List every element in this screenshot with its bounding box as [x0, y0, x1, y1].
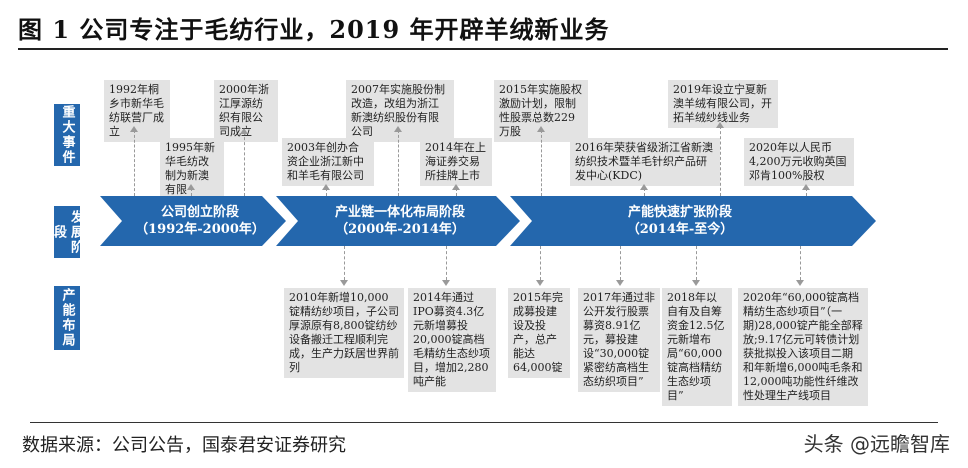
source-note: 数据来源：公司公告，国泰君安证券研究 [22, 435, 346, 456]
connector-arrow-icon [187, 184, 195, 190]
connector-arrow-icon [537, 126, 545, 132]
stage-label: 公司创立阶段 （1992年-2000年） [120, 204, 280, 238]
event-box: 2014年在上海证券交易所挂牌上市 [420, 138, 492, 186]
connector-arrow-icon [240, 128, 248, 134]
connector-line [191, 188, 192, 196]
connector-arrow-icon [536, 280, 544, 286]
stage-label: 产能快速扩张阶段 （2014年-至今） [580, 204, 780, 238]
stage-name: 产能快速扩张阶段 [627, 205, 732, 220]
stage-name: 公司创立阶段 [160, 205, 239, 220]
stage-period: （1992年-2000年） [135, 222, 265, 237]
capacity-box: 2020年“60,000锭高档精纺生态纱项目”（一期)28,000锭产能全部释放… [738, 288, 868, 406]
connector-arrow-icon [340, 280, 348, 286]
connector-arrow-icon [130, 126, 138, 132]
event-box: 2007年实施股份制改造，改组为浙江新澳纺织股份有限公司 [346, 80, 454, 142]
capacity-box: 2015年完成募投建设及投产，总产能达64,000锭 [508, 288, 570, 378]
connector-line [800, 246, 801, 280]
event-box: 2020年以人民币4,200万元收购英国邓肯100%股权 [744, 138, 854, 186]
connector-line [326, 188, 327, 196]
connector-line [540, 246, 541, 280]
capacity-box: 2010年新增10,000锭精纺纱项目，子公司厚源原有8,800锭纺纱设备搬迁工… [284, 288, 404, 378]
connector-line [344, 246, 345, 280]
stage-label: 产业链一体化布局阶段 （2000年-2014年） [300, 204, 500, 238]
connector-line [541, 130, 542, 196]
connector-line [398, 130, 399, 196]
event-box: 2003年创办合资企业浙江新中和羊毛有限公司 [282, 138, 374, 186]
connector-arrow-icon [616, 280, 624, 286]
capacity-box: 2014年通过IPO募资4.3亿元新增募投20,000锭高档毛精纺生态纱项目，增… [408, 288, 496, 392]
event-box: 2016年荣获省级浙江省新澳纺织技术暨羊毛针织产品研发中心(KDC) [570, 138, 720, 186]
connector-line [644, 188, 645, 196]
side-label-capacity: 产能布局 [54, 286, 80, 350]
connector-arrow-icon [796, 280, 804, 286]
connector-line [620, 246, 621, 280]
side-label-events: 重大事件 [54, 104, 80, 166]
side-label-stage: 发展阶段 [51, 206, 83, 258]
event-box: 1992年桐乡市新华毛纺联营厂成立 [104, 80, 170, 142]
stage-name: 产业链一体化布局阶段 [334, 205, 465, 220]
event-box: 2015年实施股权激励计划，限制性股票总数229万股 [494, 80, 588, 142]
connector-arrow-icon [716, 122, 724, 128]
capacity-box: 2018年以自有及自筹资金12.5亿元新增布局“60,000锭高档精纺生态纱项目… [662, 288, 732, 406]
stage-arrow-2 [276, 196, 520, 246]
footer-divider [30, 422, 938, 423]
stage-arrow-3 [510, 196, 876, 246]
stage-arrow-1 [100, 196, 286, 246]
connector-arrow-icon [802, 184, 810, 190]
connector-arrow-icon [452, 184, 460, 190]
watermark: 头条 @远瞻智库 [803, 432, 950, 456]
connector-line [446, 246, 447, 280]
connector-line [134, 130, 135, 196]
event-box: 1995年新华毛纺改制为新澳有限 [160, 138, 224, 200]
stage-timeline [100, 196, 876, 246]
connector-line [806, 188, 807, 196]
connector-line [456, 188, 457, 196]
title-divider [18, 48, 948, 50]
connector-arrow-icon [394, 126, 402, 132]
capacity-box: 2017年通过非公开发行股票募资8.91亿元，募投建设“30,000锭紧密纺高档… [578, 288, 660, 392]
event-box: 2019年设立宁夏新澳羊绒有限公司，开拓羊绒纱线业务 [668, 80, 778, 128]
figure-title: 图 1 公司专注于毛纺行业，2019 年开辟羊绒新业务 [18, 15, 610, 44]
connector-line [720, 126, 721, 196]
connector-arrow-icon [692, 280, 700, 286]
stage-period: （2000年-2014年） [335, 222, 465, 237]
connector-arrow-icon [442, 280, 450, 286]
connector-line [696, 246, 697, 280]
connector-line [244, 132, 245, 196]
connector-arrow-icon [640, 184, 648, 190]
connector-arrow-icon [322, 184, 330, 190]
stage-period: （2014年-至今） [626, 222, 734, 237]
